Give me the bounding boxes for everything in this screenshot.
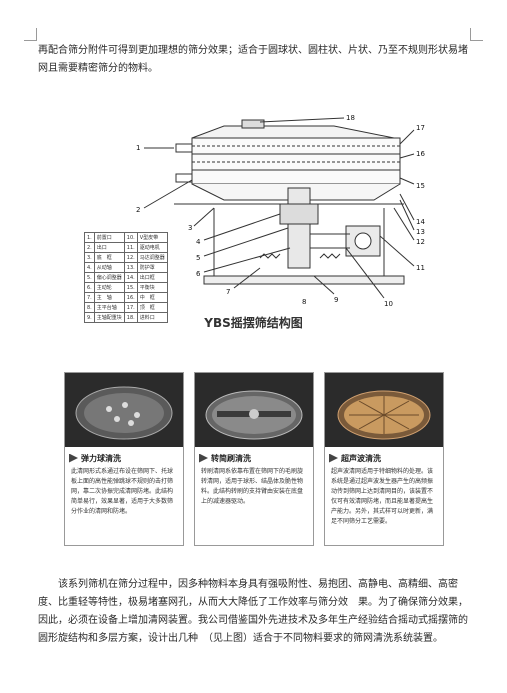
parts-table-cell: 15. bbox=[123, 282, 138, 293]
parts-table-cell: 6. bbox=[84, 282, 95, 293]
parts-table-cell: 11. bbox=[123, 242, 138, 253]
parts-table-cell: 中 框 bbox=[136, 292, 168, 303]
parts-table-cell: 防护罩 bbox=[136, 262, 168, 273]
parts-table-cell: 主动轮 bbox=[93, 282, 125, 293]
ultrasonic-photo bbox=[325, 373, 443, 447]
callout-11: 11 bbox=[416, 264, 425, 272]
parts-table-cell: 4. bbox=[84, 262, 95, 273]
parts-table-cell: 14. bbox=[123, 272, 138, 283]
parts-table-cell: 17. bbox=[123, 302, 138, 313]
callout-16: 16 bbox=[416, 150, 425, 158]
intro-paragraph: 再配合筛分附件可得到更加理想的筛分效果；适合于圆球状、圆柱状、片状、乃至不规则形… bbox=[38, 45, 468, 74]
callout-9: 9 bbox=[334, 296, 338, 304]
machine-drawing: 1 2 3 4 5 6 7 9 10 11 12 13 14 15 16 17 … bbox=[136, 114, 425, 308]
parts-table-cell: 偏心调整器 bbox=[93, 272, 125, 283]
card-ultrasonic-text: 超声波清网适用于特细物料的处理。该系统是通过超声波发生器产生的高频振动传到筛网上… bbox=[331, 468, 434, 525]
card-rotary-brush: 转简刷清洗 转刷清网系依靠布置在筛网下的毛刷旋转清网，适用于球形、结晶体及脆性物… bbox=[194, 372, 314, 546]
outlet-lower bbox=[175, 173, 193, 183]
card-rotary-brush-heading: 转简刷清洗 bbox=[199, 451, 309, 465]
parts-table-cell: 驱动电机 bbox=[136, 242, 168, 253]
rotary-brush-photo bbox=[195, 373, 313, 447]
parts-table-cell: 13. bbox=[123, 262, 138, 273]
parts-table-cell: 顶 框 bbox=[136, 302, 168, 313]
sieve-with-brush-image bbox=[205, 390, 303, 440]
callout-numbers: 1 2 3 4 5 6 7 9 10 11 12 13 14 15 16 17 … bbox=[136, 114, 425, 308]
eccentric-block bbox=[279, 203, 319, 225]
callout-8: 8 bbox=[302, 298, 306, 306]
card-bounce-ball-title: 弹力球清洗 bbox=[81, 453, 121, 463]
parts-table-cell: 主平台轴 bbox=[93, 302, 125, 313]
card-bounce-ball-text: 此清网形式系通过布设在筛网下、托球板上面的高性能弹跳球不规则的击打筛网，靠二次协… bbox=[71, 468, 174, 515]
parts-table-cell: 10. bbox=[123, 232, 138, 243]
callout-4: 4 bbox=[196, 238, 201, 246]
card-ultrasonic: 超声波清洗 超声波清网适用于特细物料的处理。该系统是通过超声波发生器产生的高频振… bbox=[324, 372, 444, 546]
card-bounce-ball-heading: 弹力球清洗 bbox=[69, 451, 179, 465]
callout-12: 12 bbox=[416, 238, 425, 246]
callout-6: 6 bbox=[196, 270, 201, 278]
callout-13: 13 bbox=[416, 228, 425, 236]
parts-table-cell: 进料口 bbox=[136, 312, 168, 323]
parts-table-cell: 16. bbox=[123, 292, 138, 303]
top-cover bbox=[191, 125, 395, 139]
parts-table-cell: 8. bbox=[84, 302, 95, 313]
arrow-icon bbox=[199, 453, 208, 463]
card-ultrasonic-heading: 超声波清洗 bbox=[329, 451, 439, 465]
parts-table-cell: 前置口 bbox=[93, 232, 125, 243]
outlet-upper bbox=[175, 143, 193, 153]
machine-structure-diagram: 1 2 3 4 5 6 7 9 10 11 12 13 14 15 16 17 … bbox=[84, 108, 430, 338]
callout-15: 15 bbox=[416, 182, 425, 190]
sieve-ultrasonic-image bbox=[337, 390, 431, 440]
arrow-icon bbox=[329, 453, 338, 463]
callout-17: 17 bbox=[416, 124, 425, 132]
card-rotary-brush-text: 转刷清网系依靠布置在筛网下的毛刷旋转清网，适用于球形、结晶体及脆性物料。此结构转… bbox=[201, 468, 304, 505]
parts-table-cell: 7. bbox=[84, 292, 95, 303]
callout-10: 10 bbox=[384, 300, 393, 308]
description-paragraph: 该系列筛机在筛分过程中，因多种物料本身具有强吸附性、易抱团、高静电、高精细、高密… bbox=[38, 579, 468, 644]
parts-table-cell: 马达调整器 bbox=[136, 252, 168, 263]
parts-table-cell: 2. bbox=[84, 242, 95, 253]
inlet-port bbox=[241, 119, 265, 129]
callout-14: 14 bbox=[416, 218, 425, 226]
sieve-with-balls-image bbox=[75, 386, 173, 440]
outlet-frame bbox=[191, 169, 401, 185]
parts-table-cell: 出口框 bbox=[136, 272, 168, 283]
parts-table-cell: V型皮带 bbox=[136, 232, 168, 243]
parts-table-cell: 出口 bbox=[93, 242, 125, 253]
parts-table-cell: 主 轴 bbox=[93, 292, 125, 303]
parts-table-cell: 12. bbox=[123, 252, 138, 263]
callout-7: 7 bbox=[226, 288, 230, 296]
callout-3: 3 bbox=[188, 224, 192, 232]
base-platform bbox=[203, 275, 405, 285]
callout-5: 5 bbox=[196, 254, 200, 262]
callout-1: 1 bbox=[136, 144, 140, 152]
page-corner-mark-right bbox=[470, 28, 483, 41]
bounce-ball-photo bbox=[65, 373, 183, 447]
parts-table-cell: 底 框 bbox=[93, 252, 125, 263]
parts-table-cell: 5. bbox=[84, 272, 95, 283]
parts-table-cell: 1. bbox=[84, 232, 95, 243]
card-bounce-ball: 弹力球清洗 此清网形式系通过布设在筛网下、托球板上面的高性能弹跳球不规则的击打筛… bbox=[64, 372, 184, 546]
arrow-icon bbox=[69, 453, 78, 463]
card-rotary-brush-title: 转简刷清洗 bbox=[211, 453, 251, 463]
callout-18: 18 bbox=[346, 114, 355, 122]
card-ultrasonic-title: 超声波清洗 bbox=[341, 453, 381, 463]
callout-2: 2 bbox=[136, 206, 140, 214]
main-shaft bbox=[287, 187, 311, 269]
parts-table-cell: 主轴配重块 bbox=[93, 312, 125, 323]
page-corner-mark-left bbox=[24, 28, 37, 41]
parts-table-cell: 3. bbox=[84, 252, 95, 263]
diagram-title: YBS摇摆筛结构图 bbox=[204, 316, 303, 330]
parts-table-cell: 平衡块 bbox=[136, 282, 168, 293]
parts-table-cell: 从动轴 bbox=[93, 262, 125, 273]
